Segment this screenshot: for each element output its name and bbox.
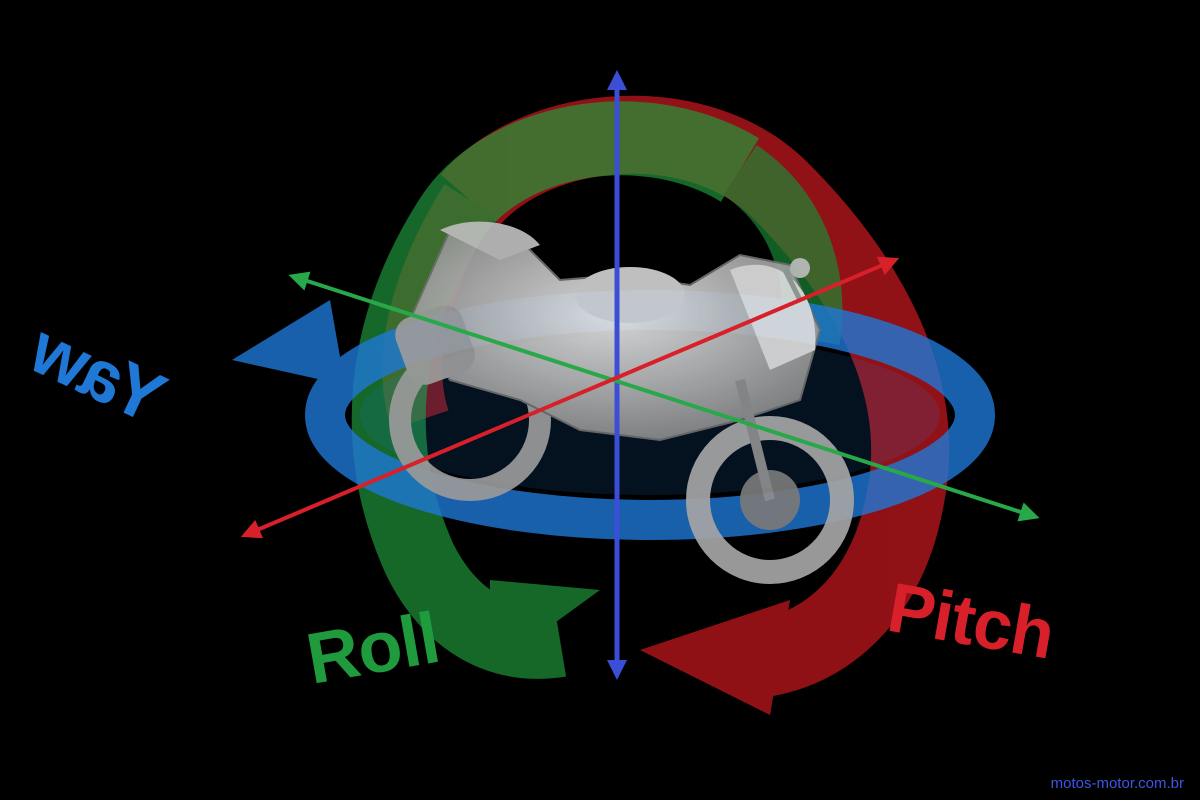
roll-label: Roll	[301, 598, 445, 700]
yaw-arrowhead	[232, 300, 345, 385]
pitch-axis	[240, 256, 900, 539]
pitch-arrowhead	[640, 600, 790, 715]
pitch-label: Pitch	[882, 568, 1059, 674]
yaw-label: Yaw	[17, 308, 177, 439]
roll-arrowhead	[490, 580, 600, 670]
watermark: motos-motor.com.br	[1050, 775, 1184, 792]
